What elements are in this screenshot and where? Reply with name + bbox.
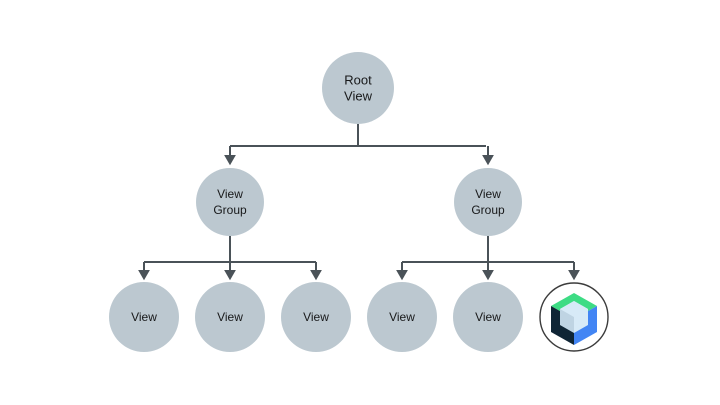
node-view-4[interactable]: View bbox=[367, 282, 437, 352]
compose-logo-center-hexagon-left-shade bbox=[560, 309, 574, 333]
connectors-level-1-to-2-right bbox=[396, 236, 580, 281]
node-view-2-label: View bbox=[217, 310, 243, 324]
node-root-view-circle[interactable] bbox=[322, 52, 394, 124]
node-root-view[interactable]: Root View bbox=[322, 52, 394, 124]
connectors-level-0-to-1 bbox=[224, 124, 494, 166]
node-root-view-label-line2: View bbox=[344, 88, 373, 103]
node-view-1-circle[interactable] bbox=[109, 282, 179, 352]
connectors-level-1-to-2-left bbox=[138, 236, 322, 281]
node-compose-logo[interactable] bbox=[539, 282, 609, 352]
node-root-view-label-line1: Root bbox=[344, 72, 372, 87]
node-view-group-right-circle[interactable] bbox=[454, 168, 522, 236]
node-view-5-label: View bbox=[475, 310, 501, 324]
node-view-3-label: View bbox=[303, 310, 329, 324]
node-view-1[interactable]: View bbox=[109, 282, 179, 352]
node-view-group-left-label-line1: View bbox=[217, 187, 243, 201]
node-view-group-right-label-line1: View bbox=[475, 187, 501, 201]
node-view-2[interactable]: View bbox=[195, 282, 265, 352]
node-view-group-left-label-line2: Group bbox=[213, 203, 247, 217]
node-view-group-left[interactable]: View Group bbox=[196, 168, 264, 236]
node-view-group-right-label-line2: Group bbox=[471, 203, 505, 217]
node-view-4-circle[interactable] bbox=[367, 282, 437, 352]
node-view-group-left-circle[interactable] bbox=[196, 168, 264, 236]
jetpack-compose-logo-icon bbox=[551, 293, 597, 345]
node-view-5[interactable]: View bbox=[453, 282, 523, 352]
node-view-2-circle[interactable] bbox=[195, 282, 265, 352]
node-view-3[interactable]: View bbox=[281, 282, 351, 352]
node-view-1-label: View bbox=[131, 310, 157, 324]
node-view-group-right[interactable]: View Group bbox=[454, 168, 522, 236]
node-view-3-circle[interactable] bbox=[281, 282, 351, 352]
compose-logo-center-hexagon-top bbox=[560, 301, 588, 317]
node-view-4-label: View bbox=[389, 310, 415, 324]
node-view-5-circle[interactable] bbox=[453, 282, 523, 352]
